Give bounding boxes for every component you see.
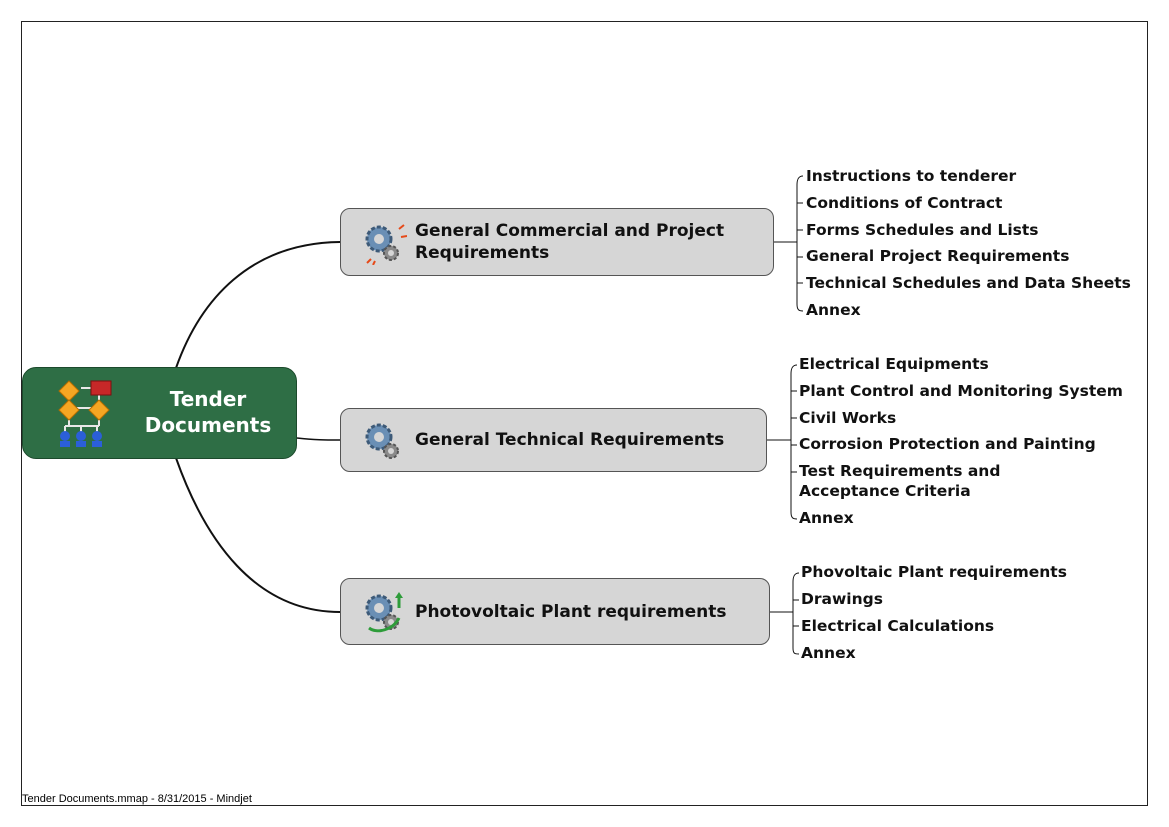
branch-title: General Commercial and Project Requireme… (415, 221, 725, 263)
subtopic-item[interactable]: Instructions to tenderer (806, 167, 1017, 185)
footer-text: Tender Documents.mmap - 8/31/2015 - Mind… (22, 793, 252, 805)
subtopic-item[interactable]: Electrical Equipments (799, 355, 989, 373)
subtopic-item[interactable]: Technical Schedules and Data Sheets (806, 274, 1131, 292)
subtopic-item[interactable]: Test Requirements and Acceptance Criteri… (799, 462, 1001, 500)
org-chart-icon (58, 380, 112, 447)
subtopic-item[interactable]: Drawings (801, 590, 883, 608)
subtopic-item[interactable]: Corrosion Protection and Painting (799, 435, 1096, 453)
branch-technical[interactable]: General Technical Requirements (340, 408, 767, 472)
subtopic-item[interactable]: Forms Schedules and Lists (806, 221, 1039, 239)
subtopic-item[interactable]: Civil Works (799, 409, 897, 427)
subtopic-item[interactable]: Annex (801, 644, 856, 662)
page-border (21, 21, 1148, 806)
branch-title: General Technical Requirements (415, 430, 725, 450)
subtopic-item[interactable]: Conditions of Contract (806, 194, 1003, 212)
subtopic-item[interactable]: Phovoltaic Plant requirements (801, 563, 1067, 581)
subtopic-item[interactable]: General Project Requirements (806, 247, 1070, 265)
subtopic-item[interactable]: Plant Control and Monitoring System (799, 382, 1123, 400)
branch-photovoltaic[interactable]: Photovoltaic Plant requirements (340, 578, 770, 645)
root-title: Tender Documents (144, 387, 272, 437)
root-topic[interactable]: Tender Documents (22, 367, 297, 459)
branch-commercial[interactable]: General Commercial and Project Requireme… (340, 208, 774, 276)
subtopic-item[interactable]: Annex (799, 509, 854, 527)
gears-sparks-icon (365, 224, 407, 265)
gears-icon (365, 423, 399, 459)
branch-title: Photovoltaic Plant requirements (415, 601, 727, 622)
subtopic-item[interactable]: Electrical Calculations (801, 617, 995, 635)
subtopic-item[interactable]: Annex (806, 301, 861, 319)
gears-arrow-icon (365, 592, 403, 633)
